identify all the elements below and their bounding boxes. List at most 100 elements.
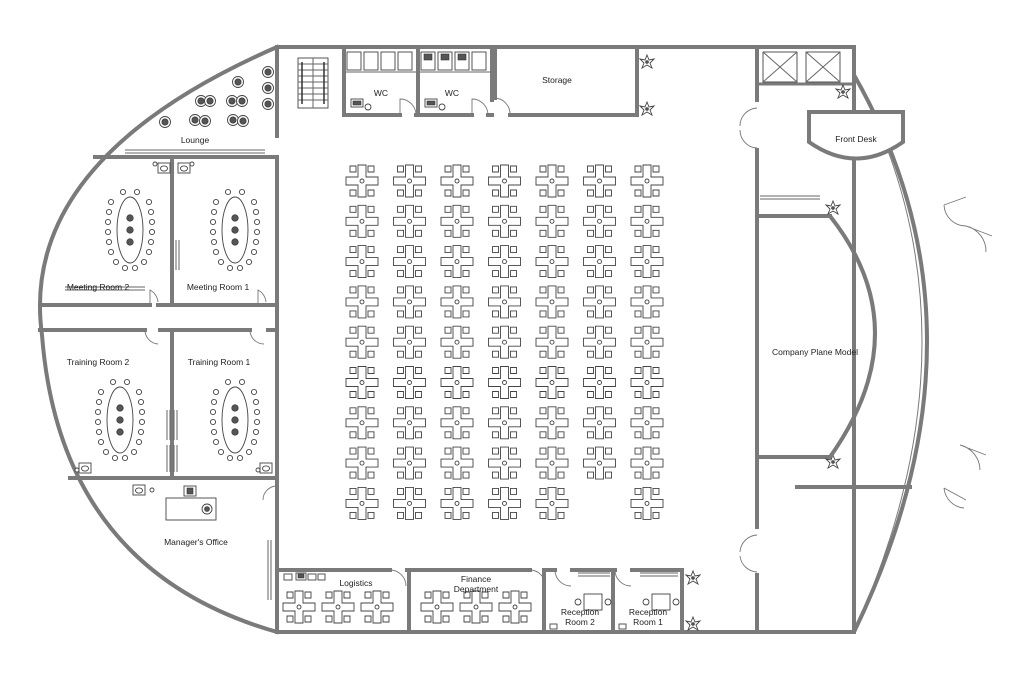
workstation-cluster xyxy=(630,204,664,238)
logistics-label: Logistics xyxy=(339,578,372,588)
workstation-cluster xyxy=(583,285,616,319)
reception-room-2-label-line1: Reception xyxy=(561,607,600,617)
finance-label-line1: Finance xyxy=(461,574,492,584)
workstation-cluster xyxy=(535,446,569,480)
workstation-cluster xyxy=(535,164,569,198)
reception-room-2-label-line2: Room 2 xyxy=(565,617,595,627)
stairs[interactable] xyxy=(297,57,329,109)
company-plane-model-label: Company Plane Model xyxy=(772,347,858,357)
meeting-room-2: Meeting Room 2 xyxy=(65,161,171,305)
finance-label-line2: Department xyxy=(454,584,499,594)
managers-office: Manager's Office xyxy=(132,484,278,600)
workstation-cluster xyxy=(535,245,569,279)
workstation-cluster xyxy=(630,446,664,480)
workstation-cluster xyxy=(345,406,379,440)
plant-icon xyxy=(835,84,851,99)
workstation-cluster xyxy=(345,285,379,319)
workstation-cluster xyxy=(440,406,474,440)
workstation-cluster xyxy=(440,446,474,480)
workstation-cluster xyxy=(440,366,474,399)
workstation-cluster xyxy=(488,164,521,198)
wc-2-label: WC xyxy=(445,88,459,98)
workstation-cluster xyxy=(535,406,569,440)
workstation-cluster xyxy=(440,164,474,198)
wc-1-label: WC xyxy=(374,88,388,98)
front-desk-label: Front Desk xyxy=(835,134,877,144)
facade-door-bottom[interactable] xyxy=(943,444,987,509)
workstation-cluster xyxy=(345,366,379,399)
storage-label: Storage xyxy=(542,75,572,85)
workstation-cluster xyxy=(440,486,474,520)
workstation-cluster xyxy=(345,204,379,238)
workstation-cluster xyxy=(583,406,616,440)
workstation-cluster xyxy=(488,406,521,440)
reception-room-2: Reception Room 2 xyxy=(549,572,612,630)
plant-icon xyxy=(825,200,841,215)
managers-office-label: Manager's Office xyxy=(164,537,228,547)
workstation-cluster xyxy=(488,446,521,480)
plant-icon xyxy=(685,570,701,585)
reception-room-1: Reception Room 1 xyxy=(618,572,680,630)
workstation-cluster xyxy=(440,204,474,238)
workstation-cluster xyxy=(535,285,569,319)
workstation-cluster xyxy=(440,325,474,359)
workstation-cluster xyxy=(488,245,521,279)
workstation-cluster xyxy=(393,285,426,319)
workstation-cluster xyxy=(630,164,664,198)
workstation-cluster xyxy=(630,285,664,319)
reception-room-1-label-line2: Room 1 xyxy=(633,617,663,627)
meeting-room-2-label: Meeting Room 2 xyxy=(67,282,130,292)
workstation-cluster xyxy=(393,164,426,198)
workstation-cluster xyxy=(345,446,379,480)
plant-icon xyxy=(639,54,655,69)
workstation-cluster xyxy=(535,486,569,520)
workstation-cluster xyxy=(583,164,616,198)
workstation-cluster xyxy=(393,406,426,440)
lounge-label: Lounge xyxy=(181,135,210,145)
workstation-cluster xyxy=(488,285,521,319)
workstation-cluster xyxy=(488,325,521,359)
workstation-cluster xyxy=(345,486,379,520)
workstation-cluster xyxy=(535,366,569,399)
bottom-rooms-walls xyxy=(275,568,684,634)
training-room-2-label: Training Room 2 xyxy=(67,357,130,367)
workstation-cluster xyxy=(345,245,379,279)
facade-door-top[interactable] xyxy=(943,196,993,253)
lounge: Lounge xyxy=(125,66,274,154)
meeting-room-1-label: Meeting Room 1 xyxy=(187,282,250,292)
training-room-1-label: Training Room 1 xyxy=(188,357,251,367)
plant-icon xyxy=(685,616,701,631)
workstation-cluster xyxy=(393,366,426,399)
open-office-workstations xyxy=(345,164,664,520)
company-plane-model: Company Plane Model xyxy=(772,214,877,459)
workstation-cluster xyxy=(488,366,521,399)
wc-block: WC WC xyxy=(342,45,494,117)
workstation-cluster xyxy=(630,366,664,399)
workstation-cluster xyxy=(488,486,521,520)
workstation-cluster xyxy=(583,366,616,399)
logistics-room: Logistics xyxy=(282,572,394,624)
workstation-cluster xyxy=(630,245,664,279)
workstation-cluster xyxy=(583,204,616,238)
workstation-cluster xyxy=(345,325,379,359)
finance-department: Finance Department xyxy=(420,574,532,624)
workstation-cluster xyxy=(345,164,379,198)
workstation-cluster xyxy=(630,325,664,359)
workstation-cluster xyxy=(393,486,426,520)
reception-room-1-label-line1: Reception xyxy=(629,607,668,617)
workstation-cluster xyxy=(393,446,426,480)
workstation-cluster xyxy=(488,204,521,238)
training-room-1: Training Room 1 xyxy=(166,329,273,474)
workstation-cluster xyxy=(393,325,426,359)
meeting-room-1: Meeting Room 1 xyxy=(175,161,267,305)
elevators[interactable] xyxy=(757,51,854,86)
workstation-cluster xyxy=(393,204,426,238)
workstation-cluster xyxy=(630,486,664,520)
workstation-cluster xyxy=(583,325,616,359)
workstation-cluster xyxy=(535,204,569,238)
workstation-cluster xyxy=(440,245,474,279)
front-desk: Front Desk xyxy=(807,110,905,161)
workstation-cluster xyxy=(535,325,569,359)
workstation-cluster xyxy=(440,285,474,319)
